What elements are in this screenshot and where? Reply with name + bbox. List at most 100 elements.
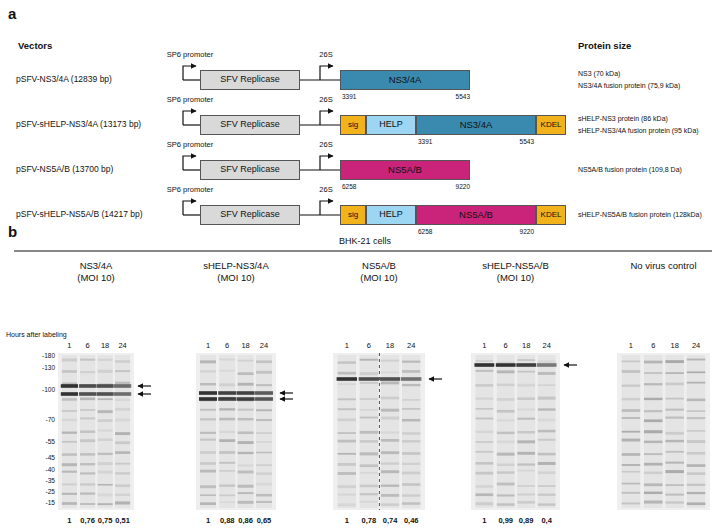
gel-band [115, 441, 130, 444]
gel-band [622, 502, 641, 504]
gel-band [517, 418, 535, 420]
gel-band [475, 441, 493, 443]
gel-band [256, 452, 272, 454]
gel-band [238, 492, 254, 494]
gel-band [402, 408, 420, 410]
gel-band [517, 397, 535, 400]
lane-label: 1 [482, 342, 486, 351]
gel-band [256, 409, 272, 411]
nucleotide-position: 6258 [418, 228, 432, 235]
gel-band [338, 432, 356, 434]
gel-band [687, 464, 706, 467]
gel-band [475, 408, 493, 410]
protein-band [61, 392, 78, 396]
gel-band [256, 384, 272, 386]
gel-band [200, 470, 216, 473]
gel-lane [115, 355, 130, 508]
gel-band [98, 493, 113, 496]
lane-label: 6 [504, 342, 508, 351]
gel-background [58, 353, 134, 510]
lane-label: 24 [542, 342, 550, 351]
band-ratio: 1 [345, 517, 349, 526]
gel-band [665, 470, 684, 473]
band-ratio: 0,78 [362, 517, 377, 526]
gel-band [381, 494, 399, 497]
gel-title: (MOI 10) [217, 273, 254, 284]
gel-band [497, 441, 515, 444]
vector-backbone [300, 214, 340, 215]
gel-band [538, 372, 556, 375]
gel-title: NS5A/B [362, 261, 396, 272]
nucleotide-position: 9220 [520, 228, 534, 235]
gel-lane [538, 355, 556, 508]
vector-backbone [300, 169, 340, 170]
gel-band [256, 501, 272, 503]
gel-band [200, 439, 216, 441]
gel-band [475, 472, 493, 475]
promoter-arrow [183, 156, 196, 170]
gel-band [360, 493, 378, 495]
gel-band [115, 494, 130, 496]
gene-segment-box: sig [340, 205, 366, 225]
gel-band [497, 361, 515, 363]
axis-title: Hours after labeling [6, 331, 67, 339]
gel-band [80, 439, 95, 442]
gel-band [622, 439, 641, 442]
gel-band [402, 370, 420, 373]
gel-band [80, 492, 95, 494]
subgenomic-promoter-arrow [320, 66, 333, 80]
gel-band [381, 431, 399, 433]
gel-band [402, 419, 420, 422]
gel-lane [360, 355, 378, 508]
gel-band [538, 397, 556, 400]
gel-band [115, 399, 130, 401]
gel-lane [402, 355, 420, 508]
gel-band [644, 410, 663, 412]
gel-band [402, 384, 420, 386]
gel-band [62, 370, 77, 373]
gel-band [687, 359, 706, 361]
gel-band [80, 409, 95, 411]
marker-size: -25 [46, 488, 55, 495]
protein-band [199, 391, 217, 395]
gel-band [238, 441, 254, 444]
band-arrow [138, 393, 151, 394]
gel-band [338, 485, 356, 488]
nucleotide-position: 9220 [456, 183, 470, 190]
gel-band [238, 452, 254, 454]
gel-band [200, 360, 216, 363]
gel-band [338, 418, 356, 421]
gel-band [665, 372, 684, 374]
protein-band [114, 392, 131, 396]
subgenomic-promoter-arrow [320, 111, 333, 125]
gel-band [62, 359, 77, 362]
gel-band [98, 430, 113, 432]
gel-band [517, 359, 535, 361]
vector-backbone [183, 214, 200, 215]
gel-band [238, 501, 254, 504]
gel-band [402, 463, 420, 465]
gel-background [471, 353, 560, 510]
gel-band [62, 493, 77, 495]
gel-band [497, 384, 515, 386]
gel-band [538, 408, 556, 410]
nucleotide-position: 3391 [418, 138, 432, 145]
gel-band [219, 418, 235, 421]
protein-band [380, 377, 400, 381]
gel-band [62, 432, 77, 434]
gel-band [360, 372, 378, 375]
gel-lane [200, 355, 216, 508]
gel-band [256, 398, 272, 400]
segment-label: HELP [379, 210, 403, 220]
gel-band [381, 485, 399, 487]
gel-band [62, 410, 77, 412]
segment-label: SFV Replicase [220, 165, 280, 175]
gel-band [256, 371, 272, 374]
band-ratio: 0,74 [383, 517, 398, 526]
band-ratio: 0,51 [115, 517, 130, 526]
promoter-arrow [183, 111, 196, 125]
gel-band [62, 453, 77, 456]
gel-band [497, 503, 515, 505]
lane-label: 24 [692, 342, 700, 351]
gel-band [115, 501, 130, 504]
